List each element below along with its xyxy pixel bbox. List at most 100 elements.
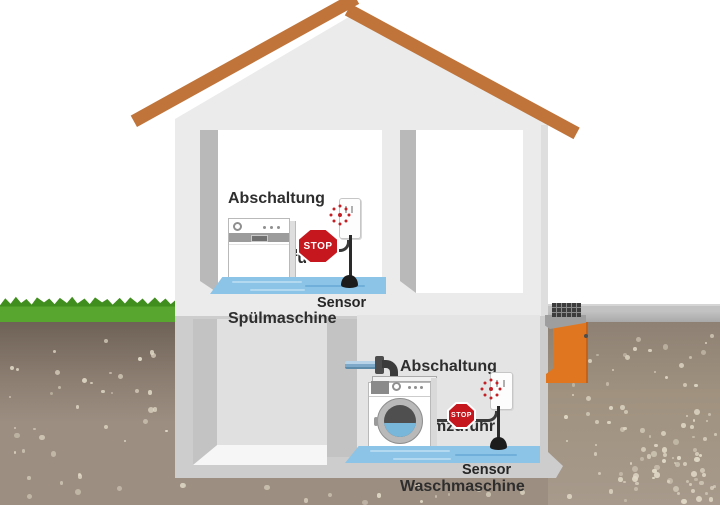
outlet-slot [503, 380, 505, 387]
soil-speck [649, 435, 652, 438]
soil-speck [598, 471, 602, 475]
basement-water-puddle [345, 446, 540, 463]
soil-speck [110, 391, 114, 395]
soil-speck [660, 430, 667, 436]
soil-speck [623, 409, 628, 414]
soil-speck [10, 365, 15, 370]
soil-speck [651, 476, 655, 480]
soil-speck [13, 450, 17, 454]
soil-speck [434, 495, 438, 498]
soil-speck [702, 436, 708, 442]
drain-grate-icon [552, 303, 581, 317]
soil-speck [143, 419, 149, 425]
soil-speck [608, 489, 614, 495]
soil-speck [328, 492, 333, 497]
water-streak [305, 285, 365, 287]
soil-speck [618, 477, 623, 483]
basement-sensor-icon [490, 437, 507, 450]
soil-speck [612, 369, 615, 372]
soil-speck [14, 432, 20, 439]
soil-speck [686, 479, 690, 483]
soil-speck [632, 465, 639, 472]
soil-speck [640, 457, 645, 462]
soil-speck [50, 451, 57, 457]
soil-speck [704, 341, 708, 345]
soil-speck [661, 459, 666, 464]
soil-speck [77, 474, 83, 479]
soil-speck [147, 390, 153, 395]
upper-sensor-label: Sensor [317, 295, 367, 311]
soil-speck [116, 486, 122, 492]
wall-right-edge [541, 125, 548, 316]
soil-speck [103, 425, 108, 430]
soil-speck [675, 462, 680, 467]
soil-speck [152, 407, 157, 412]
washer-hinge [374, 417, 378, 426]
soil-speck [624, 354, 631, 361]
soil-speck [103, 338, 109, 344]
soil-speck [654, 465, 660, 471]
soil-speck [690, 425, 695, 430]
washer-dot [420, 386, 423, 389]
soil-speck [101, 389, 105, 394]
soil-speck [671, 457, 674, 460]
basement-divider-wall [327, 319, 357, 457]
soil-speck [585, 396, 591, 402]
soil-speck [699, 453, 703, 457]
soil-speck [673, 439, 679, 445]
soil-speck [22, 449, 26, 453]
soil-speck [647, 348, 652, 353]
washing-machine-icon [368, 376, 438, 452]
soil-speck [706, 420, 709, 423]
soil-speck [135, 389, 140, 394]
soil-speck [710, 333, 715, 338]
soil-speck [673, 486, 680, 493]
basement-sensor-label: Sensor [462, 462, 512, 478]
soil-speck [605, 382, 610, 386]
soil-speck [667, 478, 673, 485]
basement-caption-line1: Abschaltung [400, 358, 497, 375]
faucet-valve [375, 356, 384, 374]
washer-right-face [431, 378, 437, 450]
water-streak [232, 281, 302, 283]
water-streak [370, 450, 450, 452]
soil-speck [149, 350, 155, 355]
upper-sensor-cable [349, 235, 352, 279]
upper-spark-icon [338, 213, 342, 217]
soil-speck [164, 429, 168, 433]
soil-speck [567, 494, 572, 499]
soil-speck [635, 481, 639, 486]
soil-speck [620, 405, 625, 410]
soil-speck [707, 412, 711, 416]
upper-caption-line1: Abschaltung [228, 190, 325, 207]
soil-speck [607, 420, 611, 425]
soil-speck [596, 353, 599, 357]
upper-right-room [416, 130, 523, 293]
soil-speck [640, 428, 645, 433]
dishwasher-dot [277, 226, 280, 229]
soil-speck [676, 456, 681, 461]
soil-speck [52, 349, 56, 354]
soil-speck [694, 477, 698, 482]
soil-speck [666, 479, 670, 483]
washer-knob [392, 382, 401, 391]
soil-speck [641, 446, 647, 452]
outlet-slot [496, 380, 498, 387]
soil-speck [50, 391, 54, 395]
washer-panel-line [369, 396, 430, 397]
soil-speck [623, 499, 627, 503]
soil-speck [683, 462, 688, 467]
faucet-elbow [382, 360, 398, 384]
upper-caption-line3: Spülmaschine [228, 310, 337, 327]
soil-speck [694, 451, 700, 457]
soil-speck [681, 498, 687, 505]
soil-speck [654, 443, 658, 447]
soil-speck [665, 375, 669, 379]
soil-speck [448, 493, 451, 496]
soil-speck [148, 407, 155, 414]
soil-speck [486, 492, 491, 497]
soil-speck [59, 481, 64, 485]
soil-speck [679, 363, 685, 369]
soil-speck [709, 485, 714, 491]
